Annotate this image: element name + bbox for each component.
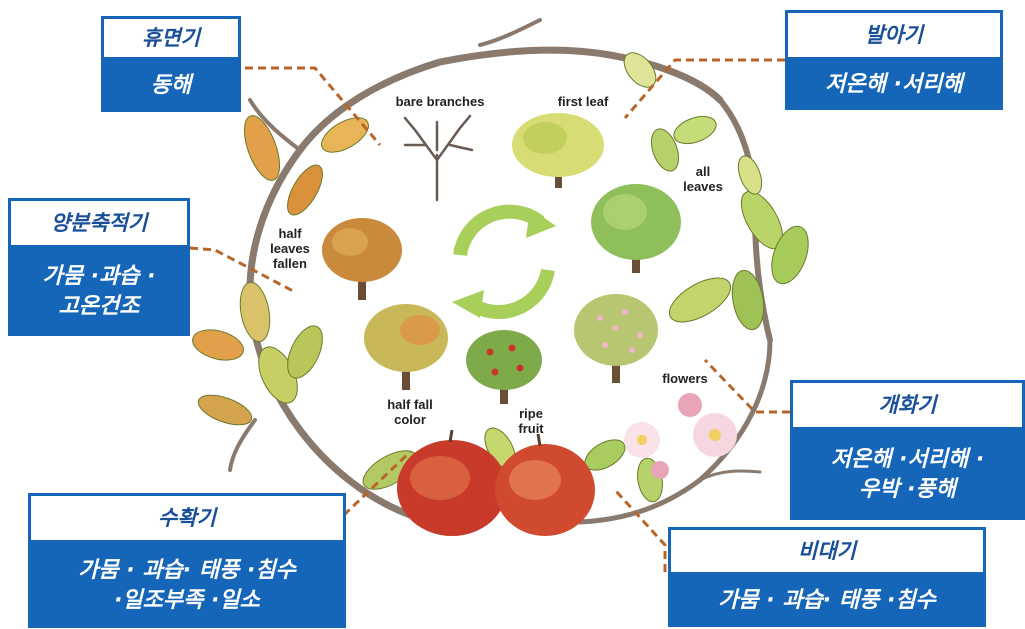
tree-bare-branches bbox=[405, 116, 472, 200]
label-half-leaves-fallen: half leaves fallen bbox=[255, 226, 325, 271]
stage-enlargement: 비대기 가뭄 · 과습· 태풍 ·침수 bbox=[668, 527, 986, 627]
tree-half-fall-color bbox=[364, 304, 448, 390]
stage-sprouting-risk: 저온해 ·서리해 bbox=[785, 60, 1003, 110]
stage-accumulation-risk: 가뭄 ·과습 · 고온건조 bbox=[8, 248, 190, 336]
stage-dormancy: 휴면기 동해 bbox=[101, 16, 241, 112]
stage-harvest-risk: 가뭄 · 과습· 태풍 ·침수 ·일조부족 ·일소 bbox=[28, 543, 346, 628]
stage-harvest-title: 수확기 bbox=[28, 493, 346, 543]
label-ripe-fruit: ripe fruit bbox=[506, 406, 556, 436]
stage-dormancy-risk: 동해 bbox=[101, 60, 241, 112]
tree-first-leaf bbox=[512, 113, 604, 188]
stage-harvest: 수확기 가뭄 · 과습· 태풍 ·침수 ·일조부족 ·일소 bbox=[28, 493, 346, 628]
tree-all-leaves bbox=[591, 184, 681, 273]
stage-accumulation-title: 양분축적기 bbox=[8, 198, 190, 248]
stage-dormancy-title: 휴면기 bbox=[101, 16, 241, 60]
tree-flowers bbox=[574, 294, 658, 383]
label-flowers: flowers bbox=[640, 371, 730, 386]
stage-accumulation: 양분축적기 가뭄 ·과습 · 고온건조 bbox=[8, 198, 190, 336]
stage-enlargement-title: 비대기 bbox=[668, 527, 986, 575]
stage-flowering-risk: 저온해 ·서리해 · 우박 ·풍해 bbox=[790, 430, 1025, 520]
label-first-leaf: first leaf bbox=[538, 94, 628, 109]
stage-flowering-title: 개화기 bbox=[790, 380, 1025, 430]
tree-ripe-fruit bbox=[466, 330, 542, 404]
label-all-leaves: all leaves bbox=[673, 164, 733, 194]
label-bare-branches: bare branches bbox=[385, 94, 495, 109]
stage-sprouting: 발아기 저온해 ·서리해 bbox=[785, 10, 1003, 110]
label-half-fall-color: half fall color bbox=[365, 397, 455, 427]
tree-half-leaves-fallen bbox=[322, 218, 402, 300]
stage-flowering: 개화기 저온해 ·서리해 · 우박 ·풍해 bbox=[790, 380, 1025, 520]
stage-sprouting-title: 발아기 bbox=[785, 10, 1003, 60]
stage-enlargement-risk: 가뭄 · 과습· 태풍 ·침수 bbox=[668, 575, 986, 627]
